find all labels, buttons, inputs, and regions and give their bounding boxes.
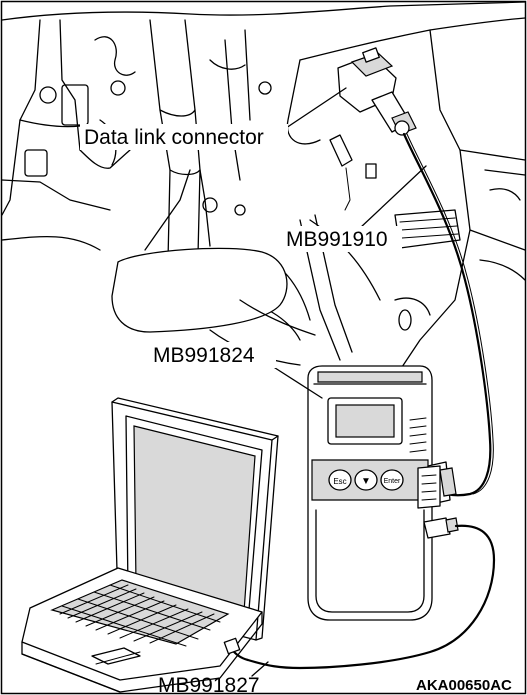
down-button-label: ▼ xyxy=(361,476,371,487)
mb991824-label-bg xyxy=(150,342,276,368)
enter-button-label: Enter xyxy=(384,478,401,485)
mb991824-leader xyxy=(271,365,323,399)
enter-button: Enter xyxy=(380,469,404,491)
down-button: ▼ xyxy=(354,469,378,491)
mb991824-label: MB991824 xyxy=(153,344,255,367)
data-link-connector xyxy=(337,47,417,136)
data-link-connector-label-bg xyxy=(80,124,288,150)
mb991910-leader xyxy=(359,165,427,229)
mb991827-cable xyxy=(230,524,496,670)
esc-button-label: Esc xyxy=(333,477,346,486)
mb991910-cable xyxy=(402,132,492,497)
mb991827-leader xyxy=(251,661,269,677)
laptop-pc xyxy=(21,397,279,693)
figure-code: AKA00650AC xyxy=(416,677,512,694)
esc-button: Esc xyxy=(328,469,352,491)
brake-pedal xyxy=(111,169,316,366)
mb991910-label-bg xyxy=(284,226,402,252)
mb991827-label: MB991827 xyxy=(158,674,260,695)
data-link-connector-label: Data link connector xyxy=(84,126,264,149)
mb991910-label: MB991910 xyxy=(286,228,388,251)
mb991824-device: Esc ▼ Enter xyxy=(307,365,459,621)
data-link-connector-leader xyxy=(285,87,347,129)
